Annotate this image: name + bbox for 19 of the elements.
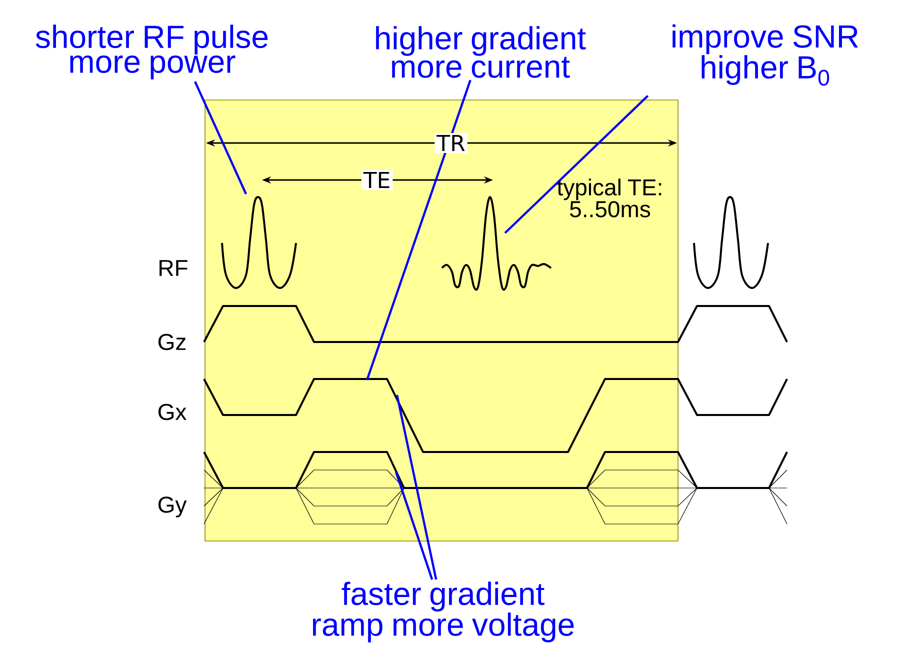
callout-text: higher gradient more current	[376, 26, 586, 78]
leader-line	[194, 81, 248, 194]
track-label: Gz	[158, 334, 186, 350]
callout-text: shorter RF pulse more power	[36, 24, 268, 80]
rf-pulse-drawing	[221, 196, 297, 289]
dimension-label: TR	[434, 132, 468, 154]
track-label: RF	[160, 260, 188, 276]
gradient-waveform-drawing	[203, 451, 788, 524]
leader-line	[394, 472, 434, 580]
leader-line	[366, 80, 472, 380]
leader-line	[396, 394, 438, 580]
gradient-waveform-drawing	[203, 378, 788, 453]
echo-signal-drawing	[441, 196, 552, 290]
track-label: Gx	[158, 404, 186, 420]
track-label: Gy	[158, 496, 187, 518]
note-text: typical TE: 5..50ms	[557, 178, 662, 218]
callout-text: faster gradient ramp more voltage	[312, 582, 574, 642]
dimension-label: TE	[361, 170, 393, 190]
callout-text: improve SNR higher B$_{0}$	[672, 24, 858, 86]
